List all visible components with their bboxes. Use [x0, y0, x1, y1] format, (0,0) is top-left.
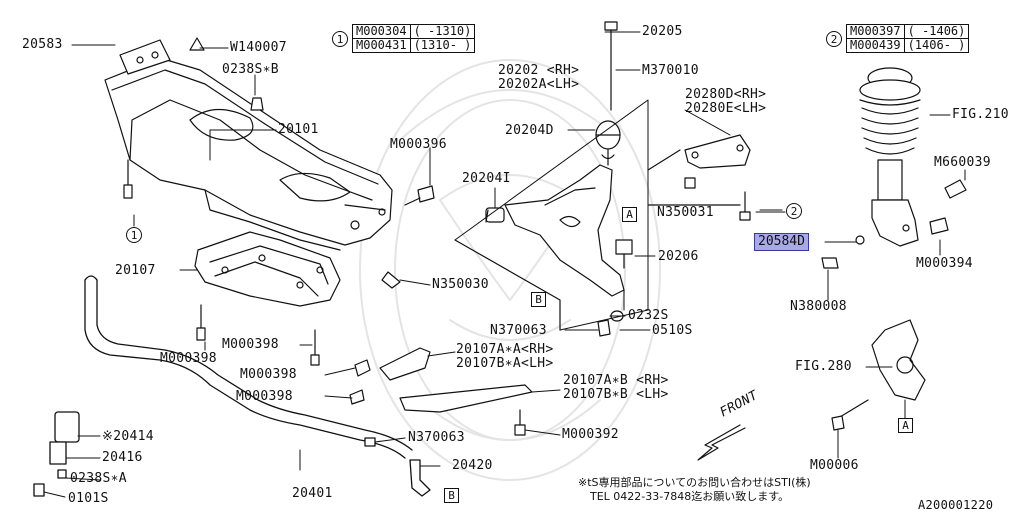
label-0238s-b[interactable]: 0238S∗B [222, 62, 279, 77]
reference-marker-1: 1 [332, 30, 348, 47]
leader-lines [43, 31, 966, 498]
box-marker-a-lower: A [898, 418, 913, 433]
ref2-code-2[interactable]: M000439 [846, 38, 905, 53]
label-20107a-a-rh[interactable]: 20107A∗A<RH> [456, 342, 554, 357]
label-n370063-b[interactable]: N370063 [408, 430, 465, 445]
bolts [123, 97, 435, 366]
rear-support-links [349, 347, 533, 436]
ref1-range-1: ( -1310) [409, 24, 476, 39]
front-strut-assembly [821, 67, 967, 269]
label-n380008[interactable]: N380008 [790, 299, 847, 314]
front-crossmember [104, 37, 393, 251]
label-n370063-a[interactable]: N370063 [490, 323, 547, 338]
label-20280e-lh[interactable]: 20280E<LH> [685, 101, 767, 116]
reference-table-1: 1 M000304 ( -1310) M000431 (1310- ) [332, 24, 476, 53]
label-20107[interactable]: 20107 [115, 263, 156, 278]
label-20107a-b-rh[interactable]: 20107A∗B <RH> [563, 373, 669, 388]
sti-note-line-1: ※tS専用部品についてのお問い合わせはSTI(株) [578, 476, 811, 489]
label-m000392[interactable]: M000392 [562, 427, 619, 442]
arm-group-outline [454, 99, 741, 331]
lower-control-arm [485, 21, 633, 337]
lower-arm-bracket-20280 [684, 134, 751, 221]
watermark-emblem [359, 59, 661, 481]
label-20280d-rh[interactable]: 20280D<RH> [685, 87, 767, 102]
label-20202-rh[interactable]: 20202 <RH> [498, 63, 580, 78]
label-20401[interactable]: 20401 [292, 486, 333, 501]
label-20416[interactable]: 20416 [102, 450, 143, 465]
label-20204d[interactable]: 20204D [505, 123, 554, 138]
ref1-code-2[interactable]: M000431 [352, 38, 411, 53]
diagram-id: A200001220 [918, 498, 994, 512]
label-0101s[interactable]: 0101S [68, 491, 109, 506]
label-m000398-d[interactable]: M000398 [236, 389, 293, 404]
label-20107b-b-lh[interactable]: 20107B∗B <LH> [563, 387, 669, 402]
ref2-range-2: (1406- ) [903, 38, 970, 53]
circle-marker-2: 2 [786, 203, 802, 219]
label-m000398-b[interactable]: M000398 [222, 337, 279, 352]
label-n350030[interactable]: N350030 [432, 277, 489, 292]
ref1-range-2: (1310- ) [409, 38, 476, 53]
label-fig210[interactable]: FIG.210 [952, 107, 1009, 122]
label-20583[interactable]: 20583 [22, 37, 63, 52]
label-20205[interactable]: 20205 [642, 24, 683, 39]
ref2-code-1[interactable]: M000397 [846, 24, 905, 39]
label-20101[interactable]: 20101 [278, 122, 319, 137]
label-20584d-highlighted[interactable]: 20584D [754, 233, 809, 251]
label-0510s[interactable]: 0510S [652, 323, 693, 338]
support-plate [194, 231, 341, 307]
label-m000394[interactable]: M000394 [916, 256, 973, 271]
label-m660039[interactable]: M660039 [934, 155, 991, 170]
label-m000398-c[interactable]: M000398 [240, 367, 297, 382]
label-20202a-lh[interactable]: 20202A<LH> [498, 77, 580, 92]
label-20414[interactable]: ※20414 [102, 429, 154, 444]
label-m00006[interactable]: M00006 [810, 458, 859, 473]
reference-marker-2: 2 [826, 30, 842, 47]
label-n350031[interactable]: N350031 [657, 205, 714, 220]
sti-note-line-2: TEL 0422-33-7848迄お願い致します。 [590, 490, 790, 503]
box-marker-b-lower: B [444, 488, 459, 503]
label-m000398-a[interactable]: M000398 [160, 351, 217, 366]
label-0232s[interactable]: 0232S [628, 308, 669, 323]
stabilizer-bar [33, 275, 431, 497]
ref2-range-1: ( -1406) [903, 24, 970, 39]
reference-table-2: 2 M000397 ( -1406) M000439 (1406- ) [826, 24, 970, 53]
ref1-code-1[interactable]: M000304 [352, 24, 411, 39]
label-20107b-a-lh[interactable]: 20107B∗A<LH> [456, 356, 554, 371]
front-direction-arrow [697, 424, 746, 461]
label-m370010[interactable]: M370010 [642, 63, 699, 78]
box-marker-b-upper: B [531, 292, 546, 307]
label-20206[interactable]: 20206 [658, 249, 699, 264]
box-marker-a-upper: A [622, 207, 637, 222]
steering-knuckle [831, 319, 926, 431]
label-0238s-a[interactable]: 0238S∗A [70, 471, 127, 486]
circle-marker-1: 1 [126, 227, 142, 243]
label-fig280[interactable]: FIG.280 [795, 359, 852, 374]
label-m000396[interactable]: M000396 [390, 137, 447, 152]
label-w140007[interactable]: W140007 [230, 40, 287, 55]
label-20420[interactable]: 20420 [452, 458, 493, 473]
label-20204i[interactable]: 20204I [462, 171, 511, 186]
